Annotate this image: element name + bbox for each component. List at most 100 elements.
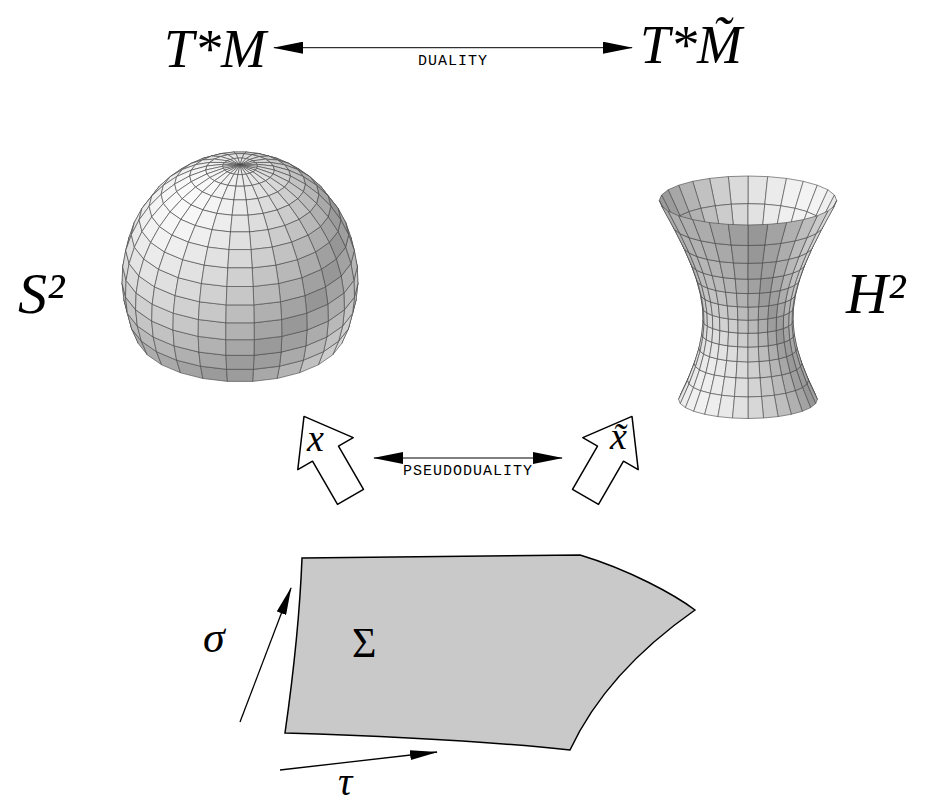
mesh-face — [748, 204, 765, 228]
mesh-face — [731, 245, 748, 263]
mesh-face — [236, 175, 244, 187]
mesh-face — [217, 199, 234, 216]
mesh-face — [725, 361, 738, 378]
mesh-face — [737, 307, 748, 321]
mesh-face — [231, 215, 250, 232]
mesh-face — [758, 306, 769, 320]
mesh-face — [728, 176, 748, 204]
mesh-face — [226, 355, 254, 369]
mesh-face — [734, 263, 749, 279]
mesh-face — [737, 347, 748, 362]
mesh-face — [228, 250, 252, 268]
sigma-axis-arrow — [240, 588, 291, 722]
mesh-face — [748, 263, 763, 279]
mesh-face — [748, 307, 759, 321]
mesh-face — [728, 224, 748, 245]
worldsheet-surface: Σ — [280, 550, 700, 755]
mesh-face — [253, 284, 280, 305]
arrow-outline — [286, 406, 370, 510]
mesh-face — [252, 265, 278, 286]
mesh-face — [748, 245, 765, 263]
mesh-face — [712, 315, 720, 330]
axis-label: τ — [338, 758, 352, 805]
block-arrow: x̃ — [566, 406, 650, 510]
block-arrow: x — [286, 406, 370, 510]
mesh-face — [748, 279, 761, 294]
mesh-face — [762, 395, 779, 418]
mesh-face — [227, 369, 254, 381]
mesh-face — [712, 329, 720, 345]
node-text: T*M̃ — [640, 16, 742, 75]
mesh-face — [768, 344, 779, 360]
mesh-face — [748, 293, 760, 307]
mesh-face — [733, 397, 749, 419]
mesh-face — [251, 247, 276, 268]
math-node: T*M — [160, 16, 270, 83]
mesh-face — [229, 232, 251, 250]
node-text: x — [307, 418, 324, 460]
surface-outline — [285, 555, 695, 750]
mesh-face — [238, 165, 242, 175]
mesh-face — [738, 320, 748, 334]
mesh-face — [758, 332, 768, 347]
mesh-face — [748, 378, 762, 397]
mesh-face — [776, 329, 784, 345]
mesh-face — [735, 378, 749, 397]
mesh-face — [768, 331, 777, 346]
mesh-face — [208, 230, 231, 250]
connector-label: DUALITY — [415, 54, 491, 71]
mesh-face — [200, 284, 227, 305]
mesh-face — [222, 185, 236, 200]
mesh-face — [710, 223, 732, 245]
mesh-face — [748, 333, 758, 347]
mesh-face — [760, 278, 773, 294]
node-text: x̃ — [610, 416, 627, 458]
sphere-mesh — [122, 152, 358, 381]
axis-label: σ — [203, 612, 225, 663]
mesh-face — [748, 320, 758, 334]
mesh-face — [748, 347, 759, 362]
node-outline — [566, 406, 650, 510]
manifold-label: H² — [846, 260, 905, 327]
mesh-face — [735, 279, 748, 294]
mesh-face — [720, 262, 736, 279]
mesh-face — [776, 315, 784, 330]
mesh-face — [718, 304, 728, 319]
mesh-face — [748, 224, 768, 245]
mesh-face — [748, 397, 764, 419]
mesh-face — [226, 305, 254, 323]
mesh-face — [720, 317, 729, 332]
mesh-face — [727, 306, 738, 320]
mesh-face — [250, 230, 273, 250]
mesh-face — [723, 278, 736, 294]
mesh-face — [226, 287, 254, 305]
mesh-face — [736, 362, 748, 379]
mesh-face — [759, 292, 771, 307]
mesh-face — [768, 304, 778, 319]
duality-connector — [274, 47, 632, 48]
mesh-face — [226, 340, 254, 356]
mesh-face — [738, 333, 748, 347]
mesh-face — [758, 319, 768, 333]
mesh-face — [748, 362, 760, 379]
mesh-face — [728, 319, 738, 333]
manifold-label: S² — [18, 260, 64, 327]
mesh-face — [728, 332, 738, 347]
mesh-face — [748, 176, 768, 204]
mesh-face — [201, 265, 227, 286]
mesh-face — [727, 346, 738, 362]
mesh-face — [719, 331, 728, 346]
mesh-face — [232, 200, 248, 215]
duality-connector — [374, 458, 562, 459]
mesh-face — [715, 243, 733, 263]
mesh-face — [763, 243, 781, 263]
mesh-face — [765, 223, 787, 245]
node-outline — [280, 550, 700, 755]
node-text: Σ — [352, 620, 376, 666]
mesh-face — [248, 213, 268, 232]
hyperboloid-mesh — [659, 176, 836, 419]
mesh-face — [718, 395, 735, 418]
mesh-face — [759, 361, 772, 378]
mesh-face — [183, 242, 208, 265]
